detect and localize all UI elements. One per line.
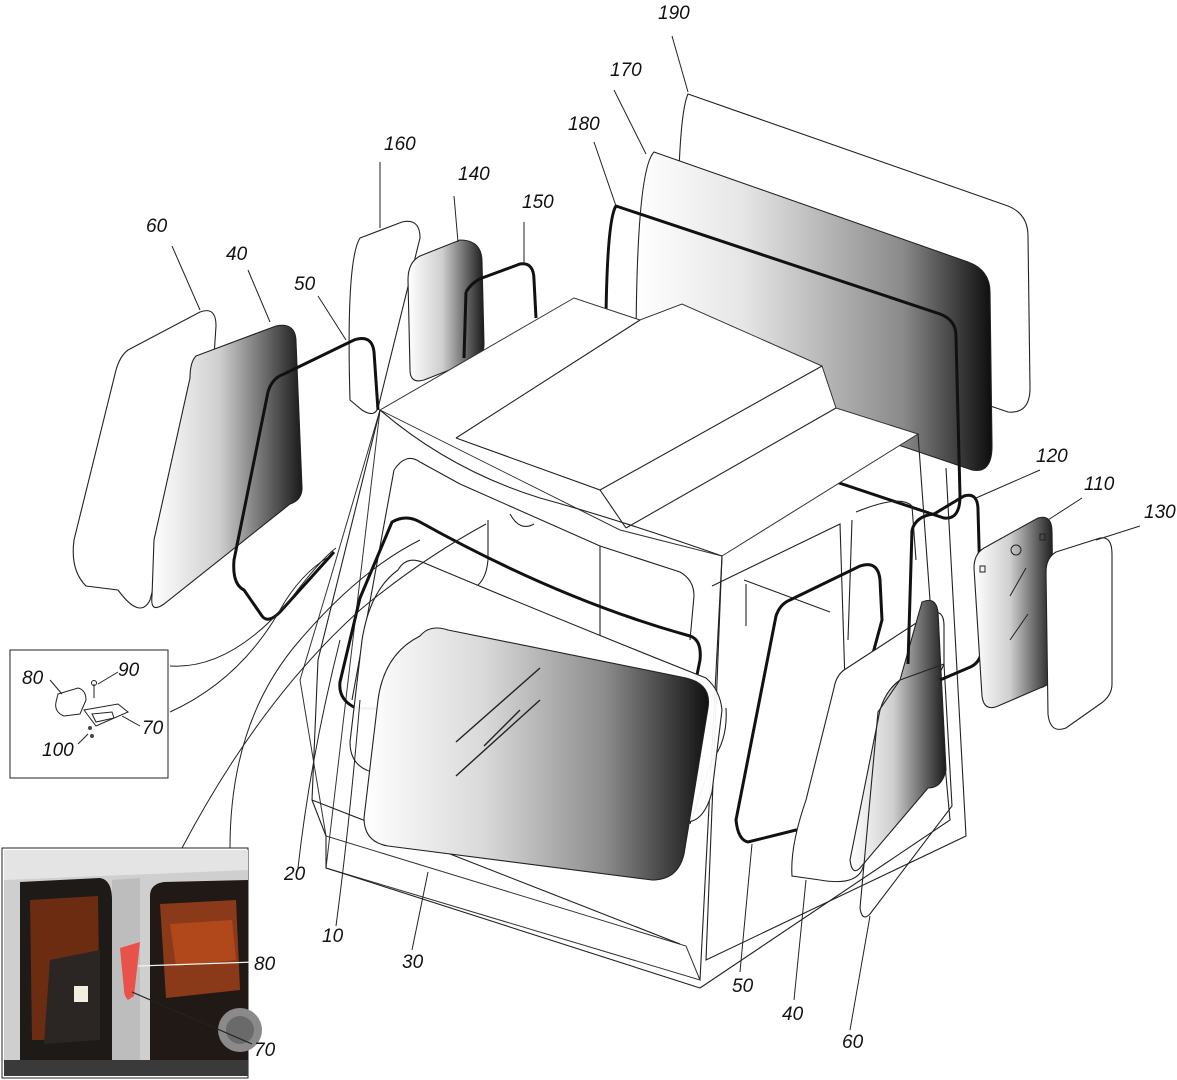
label-30: 30 bbox=[402, 952, 424, 973]
label-70-photo: 70 bbox=[254, 1040, 276, 1061]
label-170: 170 bbox=[610, 60, 642, 81]
label-130: 130 bbox=[1144, 502, 1176, 523]
label-90-detail: 90 bbox=[118, 660, 140, 681]
label-50-right: 50 bbox=[732, 976, 754, 997]
door-seal-50-right bbox=[734, 563, 884, 844]
label-60-right: 60 bbox=[842, 1032, 864, 1053]
label-70-detail: 70 bbox=[142, 718, 164, 739]
label-60-left: 60 bbox=[146, 216, 168, 237]
rear-glass-170 bbox=[635, 151, 993, 472]
label-180: 180 bbox=[568, 114, 600, 135]
rear-panel-130 bbox=[1045, 537, 1113, 730]
label-150: 150 bbox=[522, 192, 554, 213]
label-120: 120 bbox=[1036, 446, 1068, 467]
door-seal-50-left bbox=[232, 337, 380, 621]
label-40-right: 40 bbox=[782, 1004, 804, 1025]
rear-window-110 bbox=[973, 516, 1055, 709]
label-40-left: 40 bbox=[226, 244, 248, 265]
label-10: 10 bbox=[322, 926, 344, 947]
door-glass-60-right bbox=[849, 599, 953, 918]
callout-labels: 190 170 180 160 140 150 60 40 50 120 110… bbox=[22, 3, 1176, 1061]
leader-lines bbox=[169, 35, 1141, 1031]
hinge-detail-box bbox=[9, 649, 169, 779]
door-glass-40-left bbox=[151, 324, 303, 609]
label-50-left: 50 bbox=[294, 274, 316, 295]
side-panel-160 bbox=[348, 220, 421, 415]
door-panel-60-left bbox=[72, 310, 217, 609]
windshield-glass bbox=[363, 627, 710, 881]
label-80-photo: 80 bbox=[254, 954, 276, 975]
label-160: 160 bbox=[384, 134, 416, 155]
rear-seal-180 bbox=[604, 204, 962, 520]
label-190: 190 bbox=[658, 3, 690, 24]
side-seal-150 bbox=[462, 262, 538, 359]
photo-inset bbox=[1, 847, 262, 1079]
label-80-detail: 80 bbox=[22, 668, 44, 689]
label-110: 110 bbox=[1084, 474, 1115, 495]
label-140: 140 bbox=[458, 164, 490, 185]
label-20: 20 bbox=[283, 864, 306, 885]
label-100-detail: 100 bbox=[42, 740, 74, 761]
rear-seal-120 bbox=[906, 493, 984, 682]
